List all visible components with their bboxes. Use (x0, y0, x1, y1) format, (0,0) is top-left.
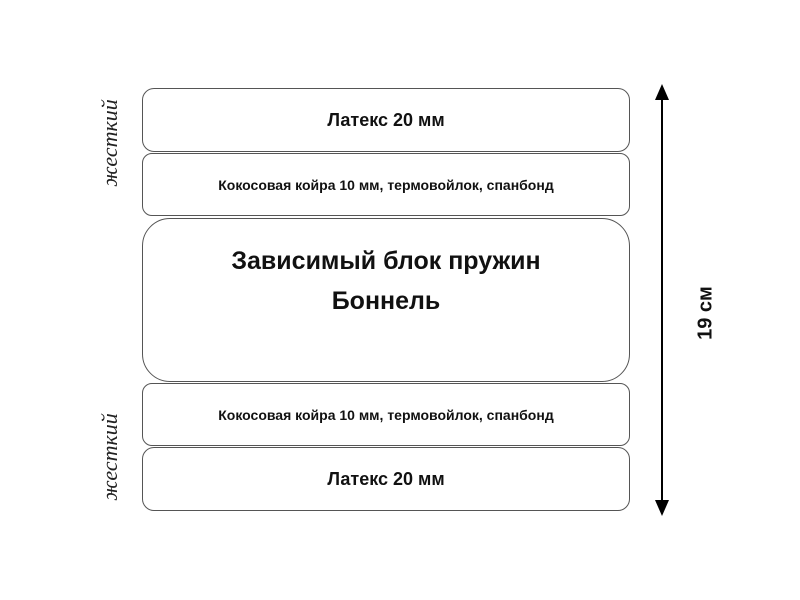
layer-bottom-latex-label: Латекс 20 мм (327, 468, 445, 489)
layer-top-latex-label: Латекс 20 мм (327, 109, 445, 130)
layer-top-latex: Латекс 20 мм (142, 88, 630, 152)
layer-top-coir-label: Кокосовая койра 10 мм, термовойлок, спан… (218, 176, 554, 193)
layer-bottom-coir-label: Кокосовая койра 10 мм, термовойлок, спан… (218, 406, 554, 423)
bottom-firm-label: жесткий (97, 413, 122, 501)
layer-bottom-coir: Кокосовая койра 10 мм, термовойлок, спан… (142, 383, 630, 446)
layer-spring-block: Зависимый блок пружин Боннель (142, 218, 630, 382)
layer-bottom-latex: Латекс 20 мм (142, 447, 630, 511)
spring-block-label-line1: Зависимый блок пружин (231, 247, 541, 275)
total-height-label: 19 см (694, 286, 717, 340)
height-arrow-icon (655, 84, 669, 516)
top-firm-label: жесткий (97, 99, 122, 187)
layer-top-coir: Кокосовая койра 10 мм, термовойлок, спан… (142, 153, 630, 216)
spring-block-label-line2: Боннель (331, 287, 441, 315)
